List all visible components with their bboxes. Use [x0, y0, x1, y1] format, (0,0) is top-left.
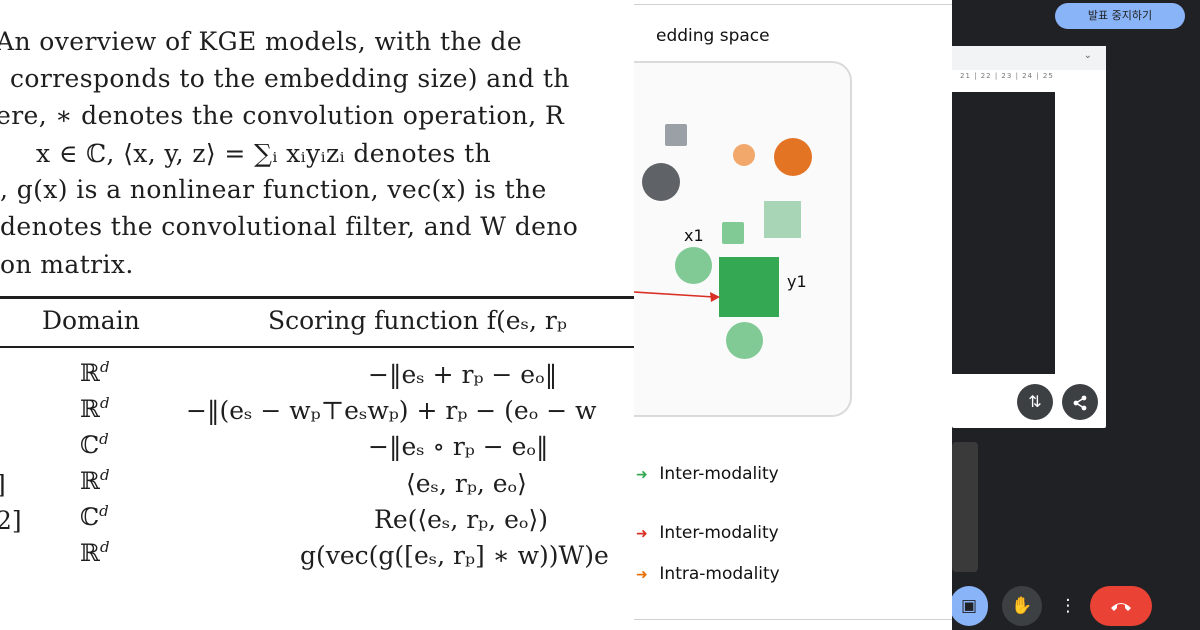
domain-cell: ℝ — [80, 539, 100, 567]
present-icon[interactable]: ▣ — [952, 586, 988, 626]
caption-line-2: corresponds to the embedding size) and t… — [10, 64, 570, 93]
domain-exponent: d — [99, 394, 110, 412]
more-options-icon[interactable]: ⋮ — [1059, 596, 1077, 616]
domain-exponent: d — [99, 502, 109, 520]
shared-window-preview: ⌄ 21 | 22 | 23 | 24 | 25 ⇅ — [952, 46, 1106, 428]
domain-cell: ℝ — [80, 395, 100, 423]
header-domain: Domain — [42, 306, 140, 335]
dark-circle — [642, 163, 680, 201]
score-cell: −‖(eₛ − wₚ⊤eₛwₚ) + rₚ − (eₒ − w — [186, 396, 597, 425]
caption-line-6: denotes the convolutional filter, and W … — [0, 212, 579, 241]
score-cell: g(vec(g([eₛ, rₚ] ∗ w))W)e — [300, 541, 609, 570]
orange-circle — [774, 138, 812, 176]
legend-intra-modality: ➜ Intra-modality — [636, 564, 780, 584]
domain-exponent: d — [99, 430, 109, 448]
score-cell: ⟨eₛ, rₚ, eₒ⟩ — [406, 469, 527, 498]
red-arrow-icon: ➜ — [636, 526, 648, 542]
legend-inter-modality-green: ➜ Inter-modality — [636, 464, 779, 484]
caption-line-3: ere, ∗ denotes the convolution operation… — [0, 101, 565, 130]
raise-hand-icon[interactable]: ✋ — [1002, 586, 1042, 626]
table-top-rule — [0, 296, 634, 299]
paper-excerpt: An overview of KGE models, with the de c… — [0, 27, 634, 570]
caption-line-1: An overview of KGE models, with the de — [0, 27, 523, 56]
end-call-icon[interactable] — [1090, 586, 1152, 626]
slide-title: edding space — [656, 26, 770, 46]
label-y1: y1 — [787, 272, 807, 291]
score-cell: Re(⟨eₛ, rₚ, eₒ⟩) — [374, 505, 549, 534]
score-cell: −‖eₛ ∘ rₚ − eₒ‖ — [368, 432, 549, 461]
swap-icon[interactable]: ⇅ — [1017, 384, 1053, 420]
domain-exponent: d — [99, 466, 110, 484]
label-x1: x1 — [684, 226, 704, 245]
document-ruler: 21 | 22 | 23 | 24 | 25 — [960, 72, 1054, 80]
red-arrow — [634, 291, 720, 302]
green-small-square — [722, 222, 744, 244]
row-stub: 2] — [0, 506, 22, 535]
domain-exponent: d — [99, 358, 110, 376]
domain-exponent: d — [99, 538, 110, 556]
chevron-down-icon[interactable]: ⌄ — [1083, 50, 1092, 61]
header-scoring-function: Scoring function f(eₛ, rₚ — [268, 306, 567, 335]
participant-thumbnail — [952, 442, 978, 572]
score-cell: −‖eₛ + rₚ − eₒ‖ — [368, 360, 558, 389]
green-large-square — [719, 257, 779, 317]
meeting-app: 발표 중지하기 ⌄ 21 | 22 | 23 | 24 | 25 ⇅ ▣ ✋ ⋮ — [952, 0, 1200, 630]
legend-inter-modality-red: ➜ Inter-modality — [636, 523, 779, 543]
slide-panel: edding space x1 y1 ➜ Inter-modality ➜ In… — [634, 0, 952, 630]
caption-line-5: , g(x) is a nonlinear function, vec(x) i… — [0, 175, 547, 204]
green-mid-circle — [675, 247, 712, 284]
domain-cell: ℝ — [80, 359, 100, 387]
green-bottom-circle — [726, 322, 763, 359]
caption-line-4: x ∈ ℂ, ⟨x, y, z⟩ = ∑ᵢ xᵢyᵢzᵢ denotes th — [36, 139, 492, 168]
orange-light-circle — [733, 144, 755, 166]
domain-cell: ℂ — [80, 503, 100, 531]
stop-presenting-button[interactable]: 발표 중지하기 — [1055, 3, 1185, 29]
shared-document-area — [952, 92, 1055, 374]
green-light-square — [764, 201, 801, 238]
domain-cell: ℝ — [80, 467, 100, 495]
row-stub: ] — [0, 470, 6, 499]
domain-cell: ℂ — [80, 431, 100, 459]
orange-arrow-icon: ➜ — [636, 567, 648, 583]
caption-line-7: on matrix. — [0, 250, 134, 279]
table-mid-rule — [0, 346, 634, 348]
shared-window-toolbar — [952, 46, 1106, 70]
green-arrow-icon: ➜ — [636, 467, 648, 483]
share-icon[interactable] — [1062, 384, 1098, 420]
gray-square — [665, 124, 687, 146]
